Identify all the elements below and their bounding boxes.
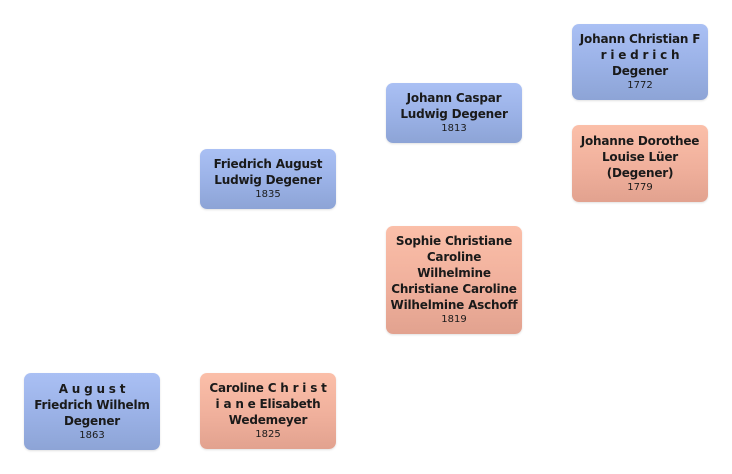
person-year: 1863 (79, 429, 105, 441)
person-card-august-friedrich-wilhelm-degener[interactable]: A u g u s t Friedrich Wilhelm Degener 18… (24, 373, 160, 450)
person-card-johann-caspar-ludwig-degener[interactable]: Johann Caspar Ludwig Degener 1813 (386, 83, 522, 143)
person-card-friedrich-august-ludwig-degener[interactable]: Friedrich August Ludwig Degener 1835 (200, 149, 336, 209)
person-year: 1772 (627, 80, 653, 91)
person-year: 1825 (255, 429, 281, 440)
person-year: 1779 (627, 181, 653, 193)
person-name: Friedrich August Ludwig Degener (213, 157, 323, 187)
person-name: Caroline C h r i s t i a n e Elisabeth W… (209, 381, 327, 427)
person-year: 1835 (255, 189, 281, 200)
person-name: Johann Caspar Ludwig Degener (400, 91, 508, 121)
person-year: 1813 (441, 123, 467, 134)
person-card-sophie-aschoff[interactable]: Sophie Christiane Caroline Wilhelmine Ch… (386, 226, 522, 334)
person-name: Sophie Christiane Caroline Wilhelmine Ch… (390, 234, 518, 312)
person-card-caroline-wedemeyer[interactable]: Caroline C h r i s t i a n e Elisabeth W… (200, 373, 336, 449)
person-card-johann-christian-friedrich-degener[interactable]: Johann Christian F r i e d r i c h Degen… (572, 24, 708, 100)
person-name: A u g u s t Friedrich Wilhelm Degener (34, 381, 150, 428)
person-name: Johann Christian F r i e d r i c h Degen… (579, 32, 701, 78)
person-card-johanne-dorothee-louise-lueer[interactable]: Johanne Dorothee Louise Lüer (Degener) 1… (572, 125, 708, 202)
person-year: 1819 (441, 314, 467, 325)
person-name: Johanne Dorothee Louise Lüer (Degener) (580, 133, 700, 180)
